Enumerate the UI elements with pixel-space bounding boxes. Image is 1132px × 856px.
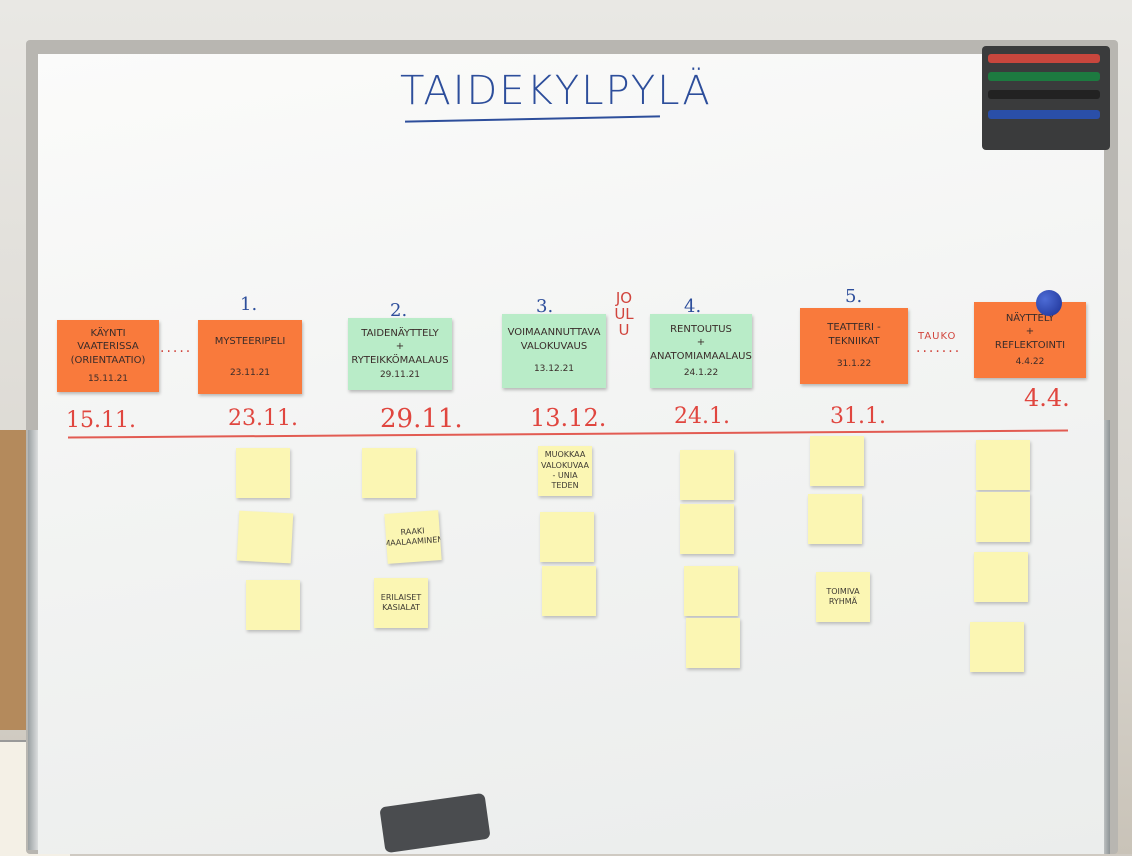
sticky-note bbox=[542, 566, 596, 616]
card-line: RYTEIKKÖMAALAUS bbox=[351, 354, 449, 366]
black-marker bbox=[988, 90, 1100, 99]
sticky-note bbox=[236, 448, 290, 498]
sticky-note bbox=[246, 580, 300, 630]
station-number: 5. bbox=[845, 286, 863, 307]
card-date: 4.4.22 bbox=[1015, 357, 1045, 368]
sticky-note bbox=[970, 622, 1024, 672]
dotted-connector: ....... bbox=[916, 340, 962, 356]
timeline-date: 31.1. bbox=[830, 404, 886, 429]
red-marker bbox=[988, 54, 1100, 63]
station-card: TAIDENÄYTTELY + RYTEIKKÖMAALAUS 29.11.21 bbox=[348, 318, 452, 390]
station-number: 1. bbox=[240, 294, 258, 315]
sticky-note bbox=[686, 618, 740, 668]
card-line: REFLEKTOINTI bbox=[994, 339, 1066, 351]
sticky-note: RAAKI MAALAAMINEN bbox=[384, 510, 442, 564]
card-line: (ORIENTAATIO) bbox=[70, 354, 146, 366]
sticky-note bbox=[974, 552, 1028, 602]
sticky-note bbox=[362, 448, 416, 498]
timeline-date: 4.4. bbox=[1024, 384, 1070, 412]
card-line: TAIDENÄYTTELY bbox=[361, 327, 439, 339]
dotted-connector: ..... bbox=[160, 340, 193, 356]
station-number: 2. bbox=[390, 300, 408, 321]
sticky-note bbox=[680, 450, 734, 500]
timeline-date: 23.11. bbox=[228, 406, 298, 431]
card-line: ANATOMIAMAALAUS bbox=[650, 350, 752, 362]
joulu-label: JOULU bbox=[614, 289, 634, 339]
sticky-note bbox=[540, 512, 594, 562]
station-card: MYSTEERIPELI 23.11.21 bbox=[198, 320, 302, 394]
station-card: KÄYNTI VAATERISSA (ORIENTAATIO) 15.11.21 bbox=[57, 320, 159, 392]
sticky-note bbox=[810, 436, 864, 486]
card-date: 24.1.22 bbox=[683, 368, 719, 379]
station-number: 4. bbox=[684, 296, 702, 317]
card-line: + bbox=[395, 341, 405, 353]
sticky-note: TOIMIVA RYHMÄ bbox=[816, 572, 870, 622]
card-line: VOIMAANNUTTAVA bbox=[507, 327, 601, 339]
timeline-date: 29.11. bbox=[380, 404, 463, 434]
sticky-note: ERILAISET KASIALAT bbox=[374, 578, 428, 628]
card-line: TEKNIIKAT bbox=[828, 335, 880, 347]
card-line: MYSTEERIPELI bbox=[214, 336, 286, 348]
sticky-note: MUOKKAA VALOKUVAA - UNIA TEDEN bbox=[538, 446, 592, 496]
card-line: VALOKUVAUS bbox=[520, 340, 588, 352]
station-card: NÄYTTELY + REFLEKTOINTI 4.4.22 bbox=[974, 302, 1086, 378]
station-card: VOIMAANNUTTAVA VALOKUVAUS 13.12.21 bbox=[502, 314, 606, 388]
timeline-date: 24.1. bbox=[674, 404, 730, 429]
magnet bbox=[1036, 290, 1062, 316]
card-line: + bbox=[1025, 326, 1035, 338]
marker-tray bbox=[982, 46, 1110, 150]
card-date: 29.11.21 bbox=[379, 370, 421, 381]
sticky-note bbox=[976, 492, 1030, 542]
sticky-note bbox=[976, 440, 1030, 490]
station-card: TEATTERI - TEKNIIKAT 31.1.22 bbox=[800, 308, 908, 384]
card-date: 31.1.22 bbox=[836, 359, 872, 370]
green-marker bbox=[988, 72, 1100, 81]
sticky-note bbox=[808, 494, 862, 544]
card-line: KÄYNTI bbox=[90, 327, 126, 339]
card-date: 13.12.21 bbox=[533, 364, 575, 375]
sticky-note bbox=[684, 566, 738, 616]
card-line: TEATTERI - bbox=[827, 322, 881, 334]
station-card: RENTOUTUS + ANATOMIAMAALAUS 24.1.22 bbox=[650, 314, 752, 388]
card-date: 15.11.21 bbox=[87, 374, 129, 385]
card-line: RENTOUTUS bbox=[670, 323, 732, 335]
card-line: NÄYTTELY bbox=[1005, 312, 1055, 324]
station-number: 3. bbox=[536, 296, 554, 317]
timeline-date: 15.11. bbox=[66, 408, 136, 433]
blue-marker bbox=[988, 110, 1100, 119]
timeline-date: 13.12. bbox=[530, 404, 607, 432]
sticky-note bbox=[680, 504, 734, 554]
card-date: 23.11.21 bbox=[229, 367, 271, 378]
board-title: TAIDEKYLPYLÄ bbox=[400, 68, 712, 114]
tauko-label: TAUKO bbox=[918, 331, 957, 342]
card-line: VAATERISSA bbox=[77, 341, 139, 353]
sticky-note bbox=[236, 510, 294, 564]
card-line: + bbox=[696, 337, 706, 349]
